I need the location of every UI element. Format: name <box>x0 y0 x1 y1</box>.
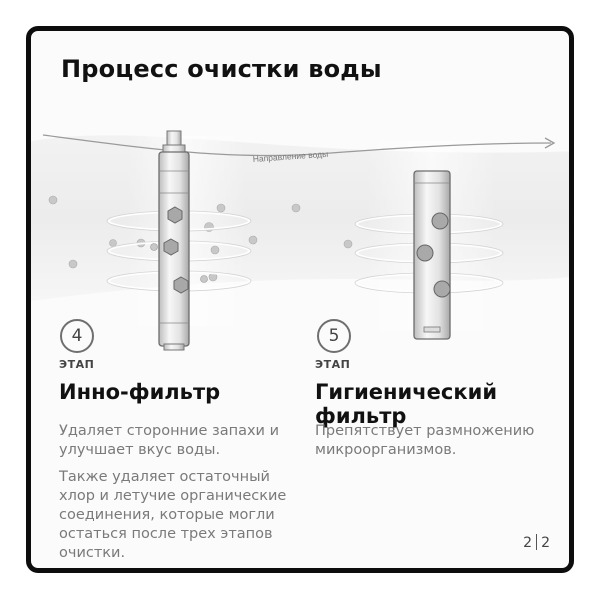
flow-arrow-icon <box>42 134 556 157</box>
step-description: Также удаляет остаточный хлор и летучие … <box>59 469 287 561</box>
hygienic-filter-icon <box>413 170 451 340</box>
step-heading: Гигиенический фильтр <box>315 380 498 428</box>
page-divider <box>536 534 538 550</box>
inno-filter-icon <box>158 130 190 351</box>
page-title: Процесс очистки воды <box>61 55 382 83</box>
step-description: Удаляет сторонние запахи и улучшает вкус… <box>59 423 279 458</box>
slide-frame: Направление воды <box>26 26 574 573</box>
step-description: Препятствует размножению микроорганизмов… <box>315 423 535 458</box>
page-current: 2 <box>523 535 533 551</box>
page-total: 2 <box>541 535 550 551</box>
step-heading: Инно-фильтр <box>59 380 221 404</box>
step-label: ЭТАП <box>315 358 351 371</box>
step-number-badge: 4 <box>60 319 94 353</box>
step-label: ЭТАП <box>59 358 95 371</box>
step-number-badge: 5 <box>317 319 351 353</box>
water-flow-scene: Направление воды <box>31 130 569 351</box>
